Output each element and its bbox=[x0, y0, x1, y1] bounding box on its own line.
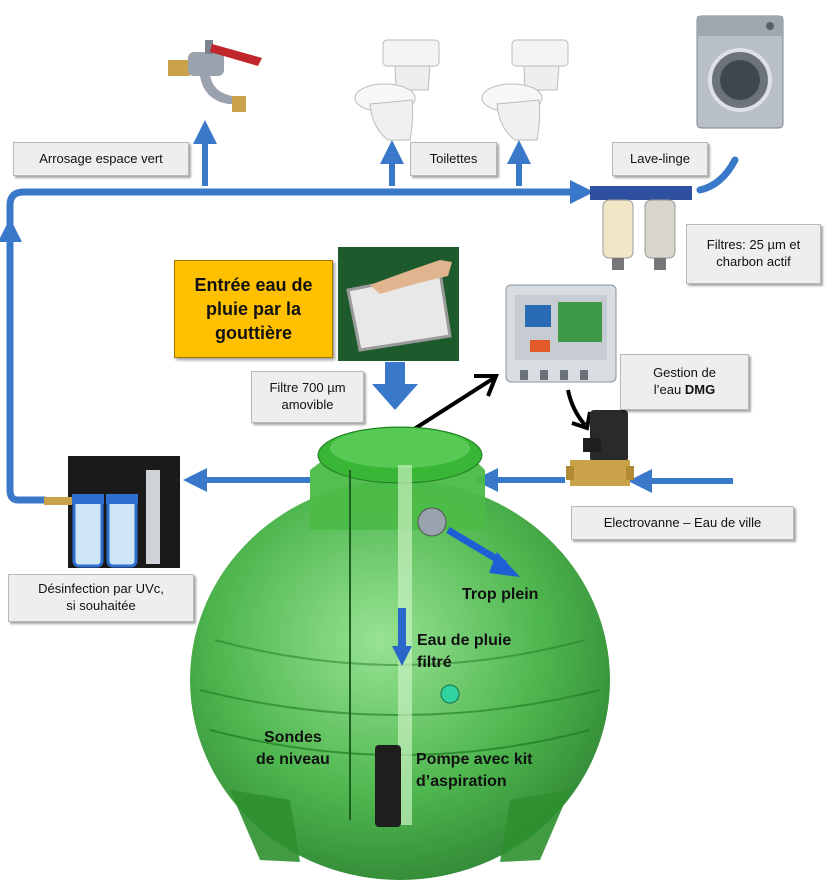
label-electrovanne: Electrovanne – Eau de ville bbox=[571, 506, 794, 540]
entree-line1: Entrée eau de bbox=[194, 274, 313, 295]
pompe-line1: Pompe avec kit bbox=[416, 751, 533, 768]
label-lave-linge: Lave-linge bbox=[612, 142, 708, 176]
washing-machine-icon bbox=[696, 15, 784, 129]
label-filtres-line1: Filtres: 25 µm et bbox=[706, 237, 801, 253]
label-gestion-line2a: l’eau bbox=[653, 382, 685, 397]
label-desinfection-line1: Désinfection par UVc, bbox=[38, 581, 164, 597]
label-gestion-line2: l’eau DMG bbox=[654, 382, 715, 399]
eau-pluie-line2: filtré bbox=[417, 653, 452, 671]
distribution-pipe bbox=[6, 156, 739, 504]
solenoid-valve-icon bbox=[566, 410, 634, 486]
toilet-icon bbox=[354, 39, 440, 141]
label-filtres-line2: charbon actif bbox=[716, 254, 791, 269]
label-electrovanne-text: Electrovanne – Eau de ville bbox=[603, 514, 762, 530]
down-arrow-icon bbox=[372, 362, 418, 410]
label-gestion-dmg-bold: DMG bbox=[684, 382, 716, 397]
sondes-line2: de niveau bbox=[256, 750, 330, 768]
label-arrosage-text: Arrosage espace vert bbox=[39, 150, 163, 166]
label-lave-linge-text: Lave-linge bbox=[630, 150, 690, 166]
toilet-icon bbox=[481, 39, 569, 141]
trop-plein-text: Trop plein bbox=[462, 586, 539, 603]
pompe-line2: d’aspiration bbox=[416, 772, 507, 790]
label-toilettes-text: Toilettes bbox=[429, 150, 478, 166]
label-filtre-700: Filtre 700 µm amovible bbox=[251, 371, 364, 423]
label-toilettes: Toilettes bbox=[410, 142, 497, 176]
rainwater-tank-icon bbox=[190, 426, 610, 880]
text-pompe-kit-aspiration: Pompe avec kit d’aspiration bbox=[416, 749, 533, 792]
label-entree-eau-de-pluie: Entrée eau de pluie par la gouttière bbox=[174, 260, 333, 358]
pipe-arrows bbox=[0, 120, 733, 493]
label-filtres: Filtres: 25 µm et charbon actif bbox=[686, 224, 821, 284]
garden-tap-icon bbox=[168, 40, 262, 112]
rain-filter-basket-icon bbox=[338, 247, 459, 361]
label-desinfection: Désinfection par UVc, si souhaitée bbox=[8, 574, 194, 622]
label-filtre-700-line2: amovible bbox=[281, 397, 334, 412]
label-arrosage: Arrosage espace vert bbox=[13, 142, 189, 176]
sondes-line1: Sondes bbox=[264, 729, 322, 746]
label-gestion-line1: Gestion de bbox=[653, 365, 716, 381]
eau-pluie-line1: Eau de pluie bbox=[417, 632, 512, 649]
uv-disinfection-unit-icon bbox=[44, 456, 180, 568]
entree-line2: pluie par la bbox=[205, 298, 301, 319]
control-box-icon bbox=[505, 284, 617, 383]
label-gestion-dmg: Gestion de l’eau DMG bbox=[620, 354, 749, 410]
text-eau-de-pluie-filtre: Eau de pluie filtré bbox=[417, 630, 511, 673]
text-sondes-de-niveau: Sondes de niveau bbox=[256, 727, 330, 770]
label-filtre-700-line1: Filtre 700 µm bbox=[269, 380, 346, 396]
entree-line3: gouttière bbox=[214, 323, 292, 344]
text-trop-plein: Trop plein bbox=[462, 584, 538, 606]
label-desinfection-line2: si souhaitée bbox=[66, 598, 136, 613]
water-filters-icon bbox=[590, 186, 692, 270]
